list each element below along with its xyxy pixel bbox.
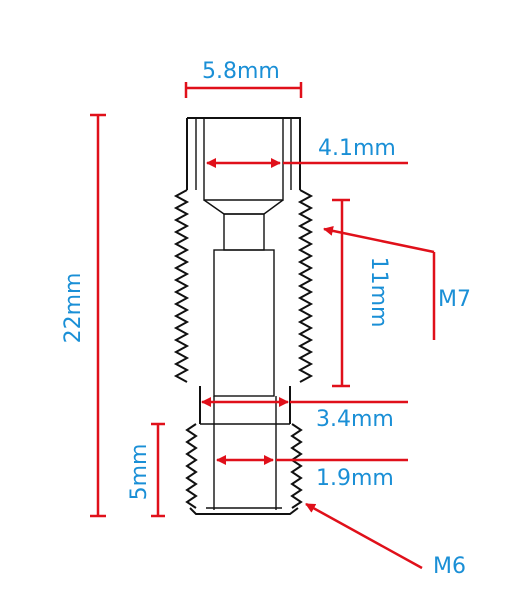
dim-bottom-length: 5mm <box>127 422 165 518</box>
dim-width-top: 5.8mm <box>184 59 303 98</box>
thread-upper-left <box>173 189 190 383</box>
label-thread-minor: M6 <box>433 554 466 579</box>
thread-profiles <box>173 189 314 509</box>
dim-thread-length: 11mm <box>332 198 391 388</box>
dim-thread-major: M7 <box>323 225 471 340</box>
dim-inner-top: 4.1mm <box>206 136 408 168</box>
thread-upper-right <box>297 189 314 383</box>
part-outline <box>186 117 301 515</box>
label-inner-top: 4.1mm <box>318 136 396 161</box>
label-thread-length: 11mm <box>366 257 391 328</box>
label-width-top: 5.8mm <box>202 59 280 84</box>
label-total-length: 22mm <box>61 273 86 344</box>
label-mid-width: 3.4mm <box>316 407 394 432</box>
label-thread-major: M7 <box>438 287 471 312</box>
dim-mid-width: 3.4mm <box>201 397 408 432</box>
label-bottom-length: 5mm <box>127 444 152 501</box>
label-bore: 1.9mm <box>316 466 394 491</box>
dim-thread-minor: M6 <box>305 502 466 579</box>
thread-lower-right <box>290 423 303 509</box>
dim-total-length: 22mm <box>61 113 106 518</box>
thread-lower-left <box>185 423 198 509</box>
dim-bore: 1.9mm <box>216 455 408 491</box>
